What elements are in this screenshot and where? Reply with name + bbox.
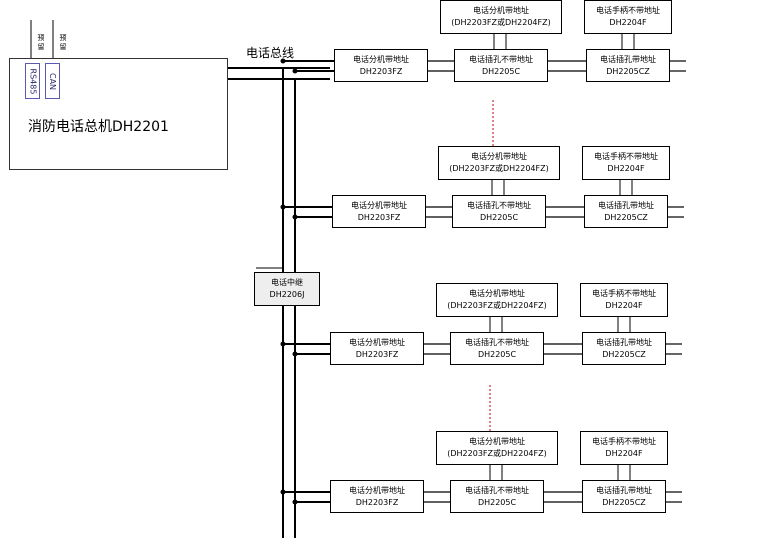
addressed-socket-box: 电话插孔带地址 DH2205CZ	[582, 332, 666, 365]
handset-box-label: 电话手柄不带地址	[592, 289, 656, 298]
handset-box: 电话手柄不带地址 DH2204F	[580, 431, 668, 465]
junction-dot	[280, 204, 286, 210]
branch-wires	[283, 34, 686, 503]
host-port-leads	[30, 20, 54, 58]
socket-box: 电话插孔不带地址 DH2205C	[450, 480, 544, 513]
junction-dot	[280, 58, 286, 64]
junction-dot	[280, 489, 286, 495]
extension-box: 电话分机带地址 DH2203FZ	[332, 195, 426, 228]
sub-extension-box: 电话分机带地址 (DH2203FZ或DH2204FZ)	[440, 0, 562, 34]
phone-relay: 电话中继 DH2206J	[254, 272, 320, 306]
junction-dot	[292, 214, 298, 220]
handset-box-label: 电话手柄不带地址	[596, 6, 660, 15]
handset-box: 电话手柄不带地址 DH2204F	[582, 146, 670, 180]
handset-box-model: DH2204F	[605, 301, 643, 310]
addressed-socket-box-model: DH2205CZ	[602, 349, 646, 359]
handset-box: 电话手柄不带地址 DH2204F	[580, 283, 668, 317]
handset-box-model: DH2204F	[605, 449, 643, 458]
fire-phone-host	[9, 58, 228, 170]
extension-box-label: 电话分机带地址	[353, 54, 409, 64]
addressed-socket-box-label: 电话插孔带地址	[596, 485, 652, 495]
junction-dot	[292, 68, 298, 74]
junction-dots	[280, 58, 298, 505]
host-title: 消防电话总机DH2201	[28, 119, 169, 135]
addressed-socket-box-model: DH2205CZ	[606, 66, 650, 76]
rs485-label: RS485	[28, 68, 37, 94]
sub-extension-box-model: (DH2203FZ或DH2204FZ)	[449, 164, 549, 173]
extension-box-label: 电话分机带地址	[349, 485, 405, 495]
extension-box: 电话分机带地址 DH2203FZ	[330, 332, 424, 365]
addressed-socket-box-model: DH2205CZ	[604, 212, 648, 222]
addressed-socket-box-label: 电话插孔带地址	[600, 54, 656, 64]
socket-box-label: 电话插孔不带地址	[465, 485, 529, 495]
extension-box-model: DH2203FZ	[359, 66, 403, 76]
handset-box-model: DH2204F	[609, 18, 647, 27]
addressed-socket-box: 电话插孔带地址 DH2205CZ	[582, 480, 666, 513]
socket-box-model: DH2205C	[477, 497, 517, 507]
socket-box-label: 电话插孔不带地址	[465, 337, 529, 347]
handset-box-label: 电话手柄不带地址	[594, 152, 658, 161]
sub-extension-box: 电话分机带地址 (DH2203FZ或DH2204FZ)	[436, 431, 558, 465]
socket-box: 电话插孔不带地址 DH2205C	[454, 49, 548, 82]
extension-box-label: 电话分机带地址	[349, 337, 405, 347]
socket-box: 电话插孔不带地址 DH2205C	[452, 195, 546, 228]
sub-extension-box: 电话分机带地址 (DH2203FZ或DH2204FZ)	[438, 146, 560, 180]
socket-box-model: DH2205C	[481, 66, 521, 76]
socket-box-model: DH2205C	[479, 212, 519, 222]
can-label: CAN	[48, 72, 58, 90]
phone-bus-label: 电话总线	[246, 46, 295, 60]
handset-box-model: DH2204F	[607, 164, 645, 173]
reserved-label-2: 预留	[59, 34, 67, 51]
extension-box-model: DH2203FZ	[357, 212, 401, 222]
addressed-socket-box-label: 电话插孔带地址	[596, 337, 652, 347]
extension-box-label: 电话分机带地址	[351, 200, 407, 210]
handset-box: 电话手柄不带地址 DH2204F	[584, 0, 672, 34]
rs485-port: RS485	[25, 63, 40, 99]
socket-box-label: 电话插孔不带地址	[469, 54, 533, 64]
sub-extension-box-label: 电话分机带地址	[473, 6, 529, 15]
addressed-socket-box-model: DH2205CZ	[602, 497, 646, 507]
sub-extension-box-label: 电话分机带地址	[469, 289, 525, 298]
junction-dot	[280, 341, 286, 347]
sub-extension-box-label: 电话分机带地址	[471, 152, 527, 161]
junction-dot	[292, 351, 298, 357]
can-port: CAN	[45, 63, 60, 99]
reserved-label-1: 预留	[37, 34, 45, 51]
relay-model: DH2206J	[269, 290, 305, 299]
sub-extension-box: 电话分机带地址 (DH2203FZ或DH2204FZ)	[436, 283, 558, 317]
socket-box-label: 电话插孔不带地址	[467, 200, 531, 210]
extension-box: 电话分机带地址 DH2203FZ	[334, 49, 428, 82]
relay-name: 电话中继	[271, 278, 303, 287]
sub-extension-box-model: (DH2203FZ或DH2204FZ)	[447, 449, 547, 458]
socket-box-model: DH2205C	[477, 349, 517, 359]
junction-dot	[292, 499, 298, 505]
extension-box: 电话分机带地址 DH2203FZ	[330, 480, 424, 513]
extension-box-model: DH2203FZ	[355, 497, 399, 507]
addressed-socket-box-label: 电话插孔带地址	[598, 200, 654, 210]
extension-box-model: DH2203FZ	[355, 349, 399, 359]
sub-extension-box-model: (DH2203FZ或DH2204FZ)	[447, 301, 547, 310]
handset-box-label: 电话手柄不带地址	[592, 437, 656, 446]
addressed-socket-box: 电话插孔带地址 DH2205CZ	[586, 49, 670, 82]
sub-extension-box-model: (DH2203FZ或DH2204FZ)	[451, 18, 551, 27]
continuation-marks	[489, 100, 494, 433]
socket-box: 电话插孔不带地址 DH2205C	[450, 332, 544, 365]
sub-extension-box-label: 电话分机带地址	[469, 437, 525, 446]
addressed-socket-box: 电话插孔带地址 DH2205CZ	[584, 195, 668, 228]
